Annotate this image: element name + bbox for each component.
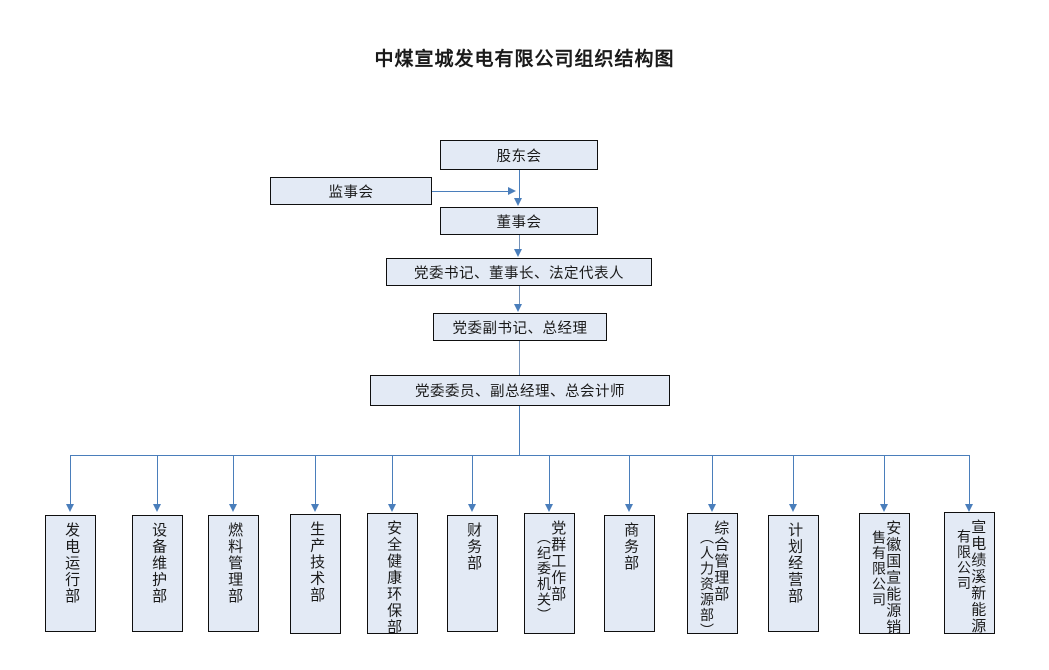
node-shareholders-label: 股东会 (496, 148, 542, 165)
page-title: 中煤宣城发电有限公司组织结构图 (374, 49, 675, 70)
anhui-guoxuan-energy-sales-text: 安徽国宣能源销 售有限公司 (862, 520, 907, 636)
node-deputy-secretary-gm-label: 党委副书记、总经理 (452, 320, 588, 337)
connector-deputy-to-member (518, 341, 520, 375)
arrow-party-mass-work (544, 504, 553, 512)
node-supervisory-board-label: 监事会 (328, 184, 374, 201)
node-party-secretary-chairman-label: 党委书记、董事长、法定代表人 (414, 265, 624, 282)
node-power-generation-operation[interactable]: 发电运行部 (45, 515, 96, 632)
drop-commerce (629, 455, 631, 505)
safety-health-environment-label: 安全健康环保部 (385, 520, 402, 636)
commerce-text: 商务部 (607, 522, 652, 627)
planning-operation-text: 计划经营部 (771, 522, 816, 627)
department-bus-line (70, 455, 970, 457)
arrow-production-technology (310, 504, 319, 512)
arrow-anhui-guoxuan-energy-sales (879, 504, 888, 512)
node-board-of-directors[interactable]: 董事会 (440, 207, 598, 235)
connector-board-to-secretary (518, 235, 520, 250)
node-xuandian-jixi-new-energy[interactable]: 宣电绩溪新能源 有限公司 (944, 512, 995, 635)
node-party-secretary-chairman[interactable]: 党委书记、董事长、法定代表人 (386, 258, 652, 286)
arrow-comprehensive-management (707, 504, 716, 512)
xuandian-jixi-new-energy-text: 宣电绩溪新能源 有限公司 (947, 519, 992, 635)
arrow-shareholders-to-board (514, 198, 522, 206)
party-mass-work-text: 党群工作部 （纪委机关） (527, 520, 572, 629)
xuandian-jixi-new-energy-label: 宣电绩溪新能源 (969, 519, 986, 635)
connector-member-to-bus (518, 406, 520, 456)
arrow-planning-operation (788, 504, 797, 512)
party-mass-work-label: 党群工作部 (549, 520, 566, 603)
arrow-safety-health-environment (387, 504, 396, 512)
drop-equipment-maintenance (157, 455, 159, 505)
node-commerce[interactable]: 商务部 (604, 515, 655, 632)
arrow-finance (467, 504, 476, 512)
comprehensive-management-label: 综合管理部 (712, 520, 729, 603)
power-generation-operation-label: 发电运行部 (63, 522, 80, 605)
arrow-xuandian-jixi-new-energy (964, 504, 973, 512)
node-anhui-guoxuan-energy-sales[interactable]: 安徽国宣能源销 售有限公司 (859, 513, 910, 636)
drop-planning-operation (793, 455, 795, 505)
drop-comprehensive-management (712, 455, 714, 505)
anhui-guoxuan-energy-sales-label: 安徽国宣能源销 (884, 520, 901, 636)
drop-safety-health-environment (392, 455, 394, 505)
anhui-guoxuan-energy-sales-sublabel: 售有限公司 (869, 530, 885, 608)
node-party-mass-work[interactable]: 党群工作部 （纪委机关） (524, 513, 575, 634)
node-fuel-management[interactable]: 燃料管理部 (208, 515, 259, 632)
arrow-secretary-to-deputy (514, 304, 522, 312)
fuel-management-text: 燃料管理部 (211, 522, 256, 627)
connector-shareholders-to-board (518, 170, 520, 199)
equipment-maintenance-text: 设备维护部 (135, 522, 180, 627)
node-finance[interactable]: 财务部 (447, 515, 498, 632)
connector-supervisory-to-spine (432, 190, 509, 192)
node-comprehensive-management[interactable]: 综合管理部 （人力资源部） (687, 513, 738, 639)
node-deputy-secretary-gm[interactable]: 党委副书记、总经理 (433, 313, 607, 341)
production-technology-label: 生产技术部 (308, 521, 325, 604)
production-technology-text: 生产技术部 (293, 521, 338, 629)
arrow-commerce (624, 504, 633, 512)
arrow-power-generation-operation (65, 504, 74, 512)
arrow-fuel-management (228, 504, 237, 512)
drop-fuel-management (233, 455, 235, 505)
finance-text: 财务部 (450, 522, 495, 627)
comprehensive-management-text: 综合管理部 （人力资源部） (690, 520, 735, 639)
node-party-member-deputy-gm-label: 党委委员、副总经理、总会计师 (415, 384, 625, 400)
comprehensive-management-sublabel: （人力资源部） (697, 530, 713, 639)
planning-operation-label: 计划经营部 (786, 522, 803, 605)
node-board-of-directors-label: 董事会 (496, 214, 542, 231)
connector-secretary-to-deputy (518, 286, 520, 305)
node-equipment-maintenance[interactable]: 设备维护部 (132, 515, 183, 632)
drop-party-mass-work (549, 455, 551, 505)
drop-finance (472, 455, 474, 505)
node-safety-health-environment[interactable]: 安全健康环保部 (367, 513, 418, 636)
equipment-maintenance-label: 设备维护部 (150, 522, 167, 605)
xuandian-jixi-new-energy-sublabel: 有限公司 (954, 529, 970, 591)
safety-health-environment-text: 安全健康环保部 (370, 520, 415, 636)
commerce-label: 商务部 (622, 522, 639, 572)
drop-production-technology (315, 455, 317, 505)
node-planning-operation[interactable]: 计划经营部 (768, 515, 819, 632)
node-shareholders[interactable]: 股东会 (440, 140, 598, 170)
drop-power-generation-operation (70, 455, 72, 505)
arrow-equipment-maintenance (152, 504, 161, 512)
power-generation-operation-text: 发电运行部 (48, 522, 93, 627)
party-mass-work-sublabel: （纪委机关） (534, 530, 550, 623)
drop-xuandian-jixi-new-energy (969, 455, 971, 505)
node-party-member-deputy-gm[interactable]: 党委委员、副总经理、总会计师 (370, 375, 670, 406)
arrow-board-to-secretary (514, 249, 522, 257)
node-supervisory-board[interactable]: 监事会 (270, 177, 432, 205)
node-production-technology[interactable]: 生产技术部 (290, 514, 341, 634)
arrow-supervisory-to-spine (508, 187, 516, 195)
drop-anhui-guoxuan-energy-sales (884, 455, 886, 505)
fuel-management-label: 燃料管理部 (226, 522, 243, 605)
finance-label: 财务部 (465, 522, 482, 572)
